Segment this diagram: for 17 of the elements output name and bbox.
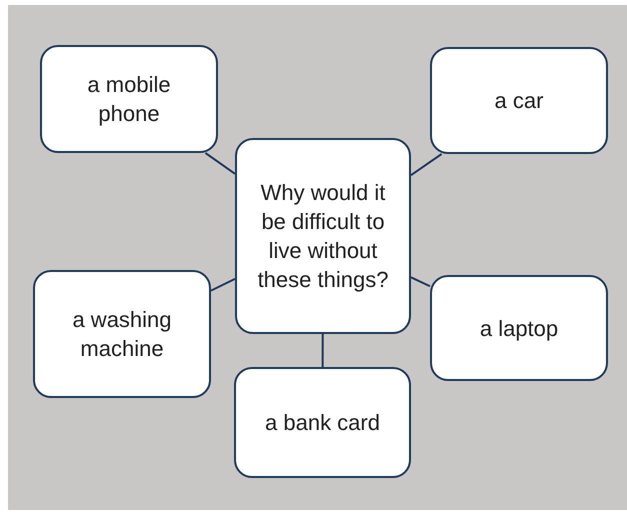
box-text: a mobile phone: [86, 71, 172, 128]
item-box: [430, 275, 608, 381]
box-text: a washing machine: [71, 306, 173, 363]
connector-line: [410, 276, 430, 288]
item-box: [234, 367, 411, 478]
connector-line: [322, 334, 324, 367]
connector-line: [410, 153, 442, 176]
item-box: [33, 270, 211, 398]
box-text: a bank card: [265, 409, 380, 437]
item-box: [430, 47, 608, 154]
box-text: a car: [494, 87, 544, 115]
box-text: Why would it be difficult to live without these things?: [257, 179, 389, 294]
item-box: [40, 45, 218, 153]
connector-line: [210, 278, 236, 292]
question-box: [235, 138, 411, 334]
connector-line: [204, 152, 236, 175]
box-text: a laptop: [480, 314, 558, 342]
